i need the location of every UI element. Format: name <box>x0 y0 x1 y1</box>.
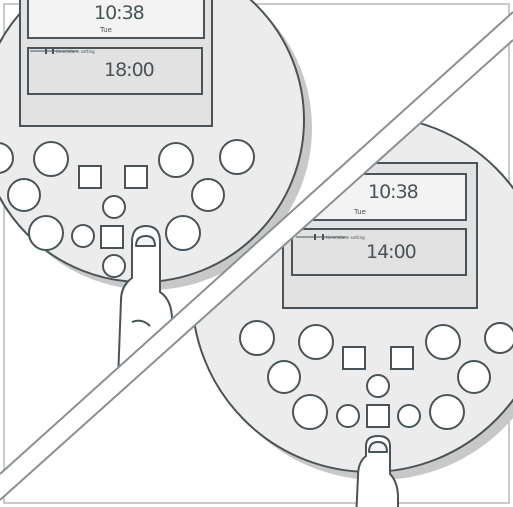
setting-marker <box>322 234 324 240</box>
clock-time: 10:38 <box>368 181 418 203</box>
small-round-button[interactable] <box>397 404 421 428</box>
diagonal-divider <box>0 11 513 501</box>
small-round-button[interactable] <box>102 254 126 278</box>
round-button[interactable] <box>219 139 255 175</box>
setting-marker <box>314 234 316 240</box>
round-button[interactable] <box>33 141 69 177</box>
round-button[interactable] <box>239 320 275 356</box>
pointing-finger-icon <box>355 435 399 507</box>
square-button[interactable] <box>78 165 102 189</box>
clock-screen <box>27 0 205 39</box>
top-panel: 10:38 Tue timer/alarm setting 18:00 <box>0 0 312 381</box>
square-button-pressed[interactable] <box>366 404 390 428</box>
square-button-pressed[interactable] <box>100 225 124 249</box>
setting-marker <box>52 48 54 54</box>
clock-day: Tue <box>99 26 112 34</box>
round-button[interactable] <box>28 215 64 251</box>
round-button[interactable] <box>267 360 301 394</box>
round-button[interactable] <box>158 142 194 178</box>
round-button[interactable] <box>165 215 201 251</box>
round-button[interactable] <box>7 178 41 212</box>
round-button[interactable] <box>429 394 465 430</box>
round-button[interactable] <box>425 324 461 360</box>
round-button[interactable] <box>0 142 14 174</box>
setting-caption: timer/alarm setting <box>56 49 95 54</box>
round-button[interactable] <box>191 178 225 212</box>
setting-time: 18:00 <box>104 59 154 81</box>
round-button[interactable] <box>457 360 491 394</box>
setting-marker <box>45 48 47 54</box>
round-button[interactable] <box>298 324 334 360</box>
clock-time: 10:38 <box>94 2 144 24</box>
small-round-button[interactable] <box>102 195 126 219</box>
small-round-button[interactable] <box>71 224 95 248</box>
small-round-button[interactable] <box>366 374 390 398</box>
setting-screen <box>27 47 203 95</box>
square-button[interactable] <box>124 165 148 189</box>
clock-day: Tue <box>353 208 366 216</box>
square-button[interactable] <box>390 346 414 370</box>
square-button[interactable] <box>342 346 366 370</box>
setting-screen <box>291 228 467 276</box>
setting-time: 14:00 <box>366 241 416 263</box>
setting-caption: timer/alarm setting <box>326 235 365 240</box>
round-button[interactable] <box>484 322 513 354</box>
round-button[interactable] <box>292 394 328 430</box>
small-round-button[interactable] <box>336 404 360 428</box>
